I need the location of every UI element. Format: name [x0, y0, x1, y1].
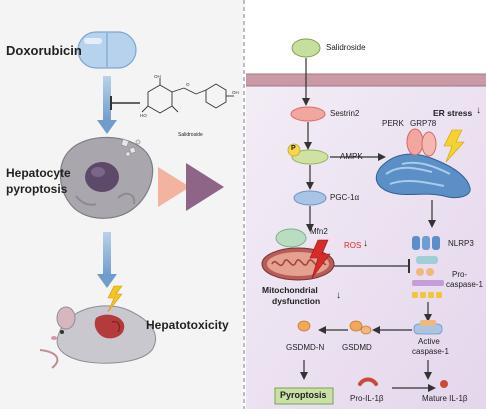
cell-membrane	[246, 74, 486, 86]
ros-label: ROS	[344, 241, 362, 250]
doxorubicin-label: Doxorubicin	[6, 43, 82, 58]
inflammasome-icon	[412, 236, 444, 298]
svg-text:HO: HO	[140, 113, 147, 118]
sestrin2-label: Sestrin2	[330, 109, 360, 118]
pyroptosis-box	[274, 387, 334, 405]
mito-dysfunction-label-2: dysfunction	[272, 296, 321, 306]
active-caspase-label-2: caspase-1	[412, 347, 449, 356]
sestrin2-node	[290, 106, 326, 122]
grp78-label: GRP78	[410, 119, 437, 128]
phospho-badge	[287, 143, 301, 157]
pgc1a-node	[293, 190, 327, 206]
svg-text:OH: OH	[232, 90, 239, 95]
procaspase-label-1: Pro-	[452, 270, 468, 279]
mfn2-node	[275, 228, 307, 248]
flow-arrow-1	[97, 76, 117, 134]
gsdmd-icon	[349, 320, 372, 335]
svg-text:OH: OH	[154, 74, 161, 79]
salidroside-node	[291, 38, 321, 58]
ros-lightning-icon	[309, 239, 331, 279]
pgc1a-label: PGC-1α	[330, 193, 360, 202]
gsdmd-label: GSDMD	[342, 343, 372, 352]
ros-down-arrow: ↓	[363, 238, 368, 249]
salidroside-label: Salidroside	[326, 43, 366, 52]
ampk-node	[291, 149, 329, 165]
mito-dysfunction-label-1: Mitochondrial	[262, 285, 318, 295]
er-down-arrow: ↓	[476, 105, 481, 116]
pill-icon	[77, 31, 137, 69]
mitochondrion-icon	[261, 247, 335, 281]
hepatocyte-pyroptosis-label-2: pyroptosis	[6, 182, 68, 196]
hepatocyte-pyroptosis-label-1: Hepatocyte	[6, 166, 71, 180]
ampk-label: AMPK	[340, 152, 363, 161]
mfn2-label: Mfn2	[310, 227, 328, 236]
pro-il-icon	[358, 377, 378, 386]
procaspase-label-2: caspase-1	[446, 280, 483, 289]
er-stress-label: ER stress	[433, 108, 473, 118]
hepatocyte-icon	[59, 136, 154, 219]
nlrp3-label: NLRP3	[448, 239, 474, 248]
flow-arrow-2	[97, 232, 117, 288]
salidroside-caption: Salidroside	[178, 132, 203, 138]
mouse-icon	[39, 285, 157, 369]
svg-text:O: O	[186, 82, 190, 87]
gsdmdn-label: GSDMD-N	[286, 343, 325, 352]
gsdmdn-icon	[297, 320, 311, 332]
mature-il-label: Mature IL-1β	[422, 394, 468, 403]
transition-triangles	[158, 163, 224, 211]
perk-label: PERK	[382, 119, 404, 128]
mature-il-icon	[440, 380, 448, 388]
pro-il-label: Pro-IL-1β	[350, 394, 384, 403]
active-caspase-icon	[413, 320, 443, 335]
active-caspase-label-1: Active	[418, 337, 440, 346]
mito-down-arrow: ↓	[336, 290, 341, 301]
salidroside-inhibition	[110, 96, 140, 110]
phospho-label: P	[291, 145, 296, 152]
er-icon	[375, 128, 471, 199]
salidroside-structure-icon: HO OH O OH	[140, 74, 239, 118]
pyroptosis-label: Pyroptosis	[280, 390, 327, 400]
hepatotoxicity-label: Hepatotoxicity	[146, 318, 229, 332]
